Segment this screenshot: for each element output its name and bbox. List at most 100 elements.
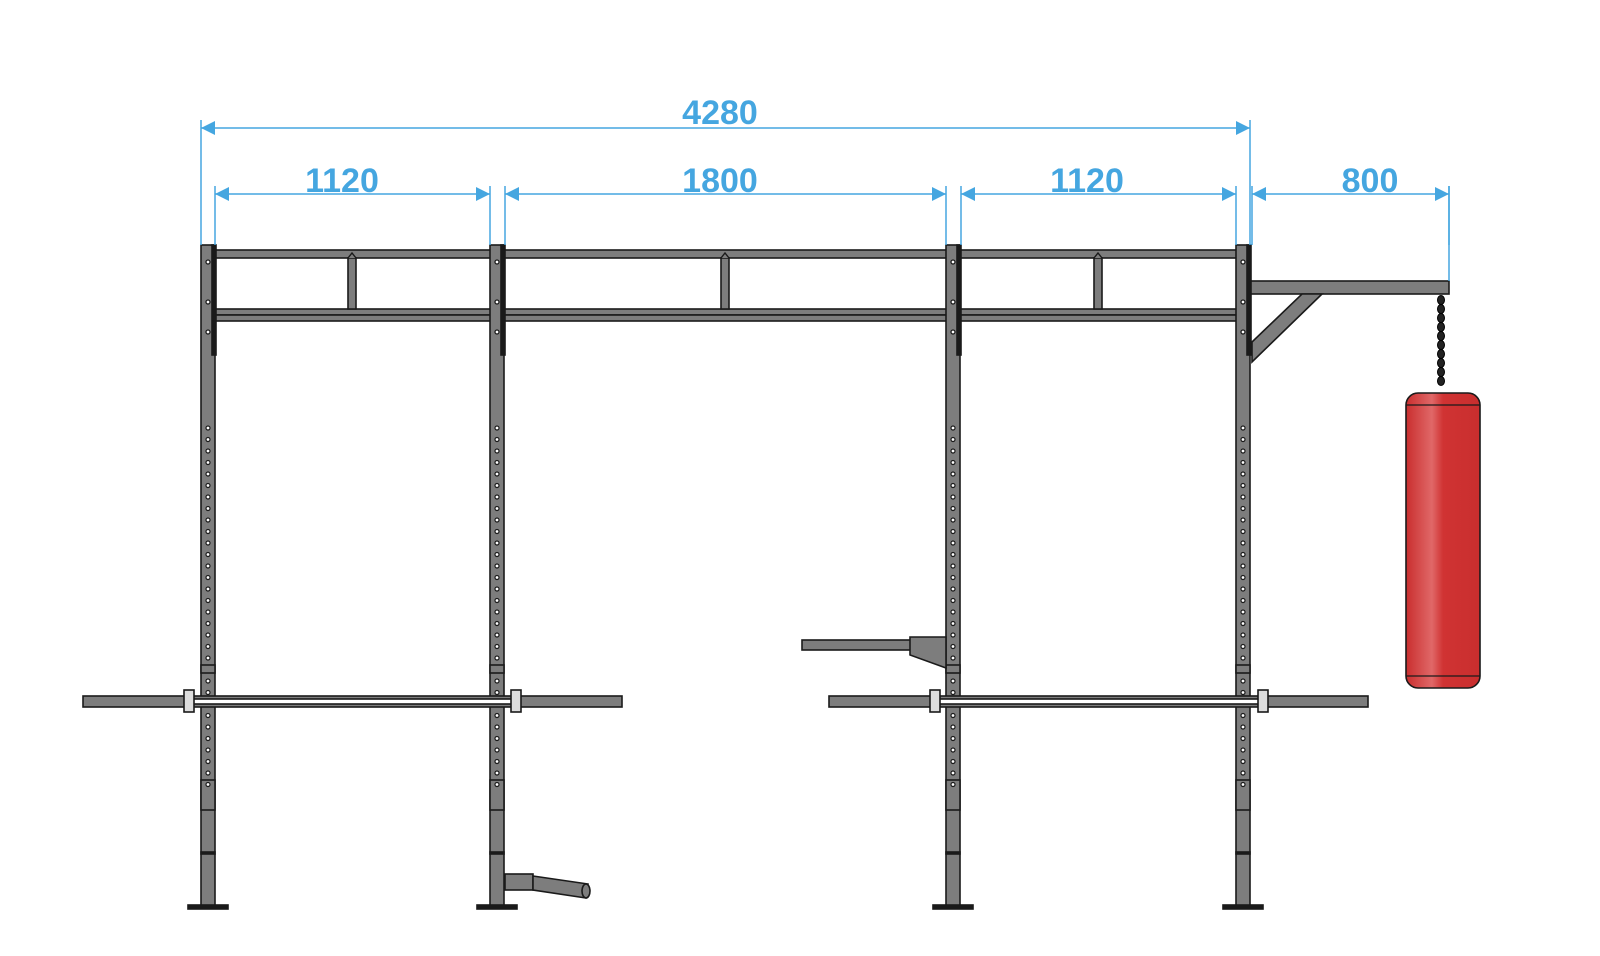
upright-hole xyxy=(205,655,211,661)
chain-link xyxy=(1437,331,1445,341)
upright-hole xyxy=(494,689,500,696)
upright-joint xyxy=(489,851,505,855)
upright-hole xyxy=(494,459,500,466)
upright-hole xyxy=(1240,643,1246,650)
upright-hole xyxy=(1240,632,1246,638)
upright-plate xyxy=(1246,244,1252,356)
upright-hole xyxy=(205,551,211,558)
upright-hole xyxy=(950,551,956,558)
upright-hole xyxy=(205,609,211,615)
upright-hole xyxy=(1240,758,1246,765)
chain-link xyxy=(1437,322,1445,332)
barbell-collar xyxy=(183,689,195,713)
upright-sleeve xyxy=(1235,779,1251,811)
upright-hole xyxy=(1240,689,1246,696)
upright-hole xyxy=(205,494,211,500)
upright-hole xyxy=(205,459,211,466)
upright-hole xyxy=(950,329,956,335)
upright-hole xyxy=(950,689,956,696)
upright-hole xyxy=(205,770,211,776)
upright-hole xyxy=(494,632,500,638)
upright-hole xyxy=(950,724,956,730)
upright-hole xyxy=(1240,551,1246,558)
upright-hole xyxy=(1240,528,1246,535)
upright-hole xyxy=(494,329,500,335)
upright-hole xyxy=(950,448,956,454)
upright-hole xyxy=(950,586,956,592)
upright-hole xyxy=(950,735,956,742)
upright-foot xyxy=(1222,904,1264,910)
upright-hole xyxy=(494,563,500,569)
upright-hole xyxy=(1240,678,1246,684)
upright-hole xyxy=(494,574,500,581)
upright-hole xyxy=(205,781,211,788)
upright-hole xyxy=(494,259,500,265)
upright-hole xyxy=(494,747,500,753)
upright-hole xyxy=(950,655,956,661)
upright-hole xyxy=(205,299,211,305)
lower-beam xyxy=(207,314,1249,322)
upright-hole xyxy=(1240,329,1246,335)
upright-hole xyxy=(1240,517,1246,523)
upright-hole xyxy=(494,436,500,443)
upright-hole xyxy=(950,678,956,684)
upright-hole xyxy=(950,758,956,765)
beam-spacer xyxy=(720,257,730,310)
upright-joint xyxy=(200,851,216,855)
upright-hole xyxy=(1240,712,1246,719)
upright-hole xyxy=(205,563,211,569)
upright-hole xyxy=(950,620,956,627)
upright-hole xyxy=(494,678,500,684)
j-hook xyxy=(200,664,216,674)
upright-hole xyxy=(494,425,500,431)
barbell-collar xyxy=(510,689,522,713)
upright-hole xyxy=(494,551,500,558)
upright-foot xyxy=(932,904,974,910)
dimension-annotations: 4280 1120 1800 1120 800 xyxy=(200,94,1450,281)
upright-hole xyxy=(494,494,500,500)
lower-beam-upper xyxy=(207,308,1249,316)
upright-hole xyxy=(950,747,956,753)
j-hook xyxy=(1235,664,1251,674)
upright-hole xyxy=(950,505,956,512)
dimension-bay-center-label: 1800 xyxy=(682,162,758,200)
upright-hole xyxy=(494,597,500,604)
upright-hole xyxy=(950,609,956,615)
upright-hole xyxy=(1240,770,1246,776)
upright-hole xyxy=(1240,724,1246,730)
upright-hole xyxy=(1240,586,1246,592)
upright-hole xyxy=(1240,482,1246,489)
upright-plate xyxy=(956,244,962,356)
upright-hole xyxy=(950,459,956,466)
upright-hole xyxy=(494,770,500,776)
upright-hole xyxy=(205,712,211,719)
upright-hole xyxy=(1240,436,1246,443)
spacer-cap xyxy=(720,251,730,259)
upright-hole xyxy=(1240,259,1246,265)
upright-hole xyxy=(1240,781,1246,788)
upright-hole xyxy=(205,425,211,431)
upright-hole xyxy=(205,597,211,604)
upright-hole xyxy=(205,436,211,443)
upright-hole xyxy=(1240,609,1246,615)
upright-hole xyxy=(205,540,211,546)
upright-hole xyxy=(494,724,500,730)
upright-hole xyxy=(1240,747,1246,753)
upright-hole xyxy=(205,471,211,477)
chain-link xyxy=(1437,376,1445,386)
upright-hole xyxy=(950,643,956,650)
upright-hole xyxy=(950,770,956,776)
upright-hole xyxy=(205,735,211,742)
upright-hole xyxy=(205,586,211,592)
upright-hole xyxy=(950,471,956,477)
upright-hole xyxy=(494,517,500,523)
upright-plate xyxy=(211,244,217,356)
upright-hole xyxy=(1240,735,1246,742)
upright-hole xyxy=(950,574,956,581)
upright-hole xyxy=(950,540,956,546)
arm-brace xyxy=(1251,293,1324,364)
upright-hole xyxy=(205,448,211,454)
upright-hole xyxy=(494,505,500,512)
upright-joint xyxy=(945,851,961,855)
